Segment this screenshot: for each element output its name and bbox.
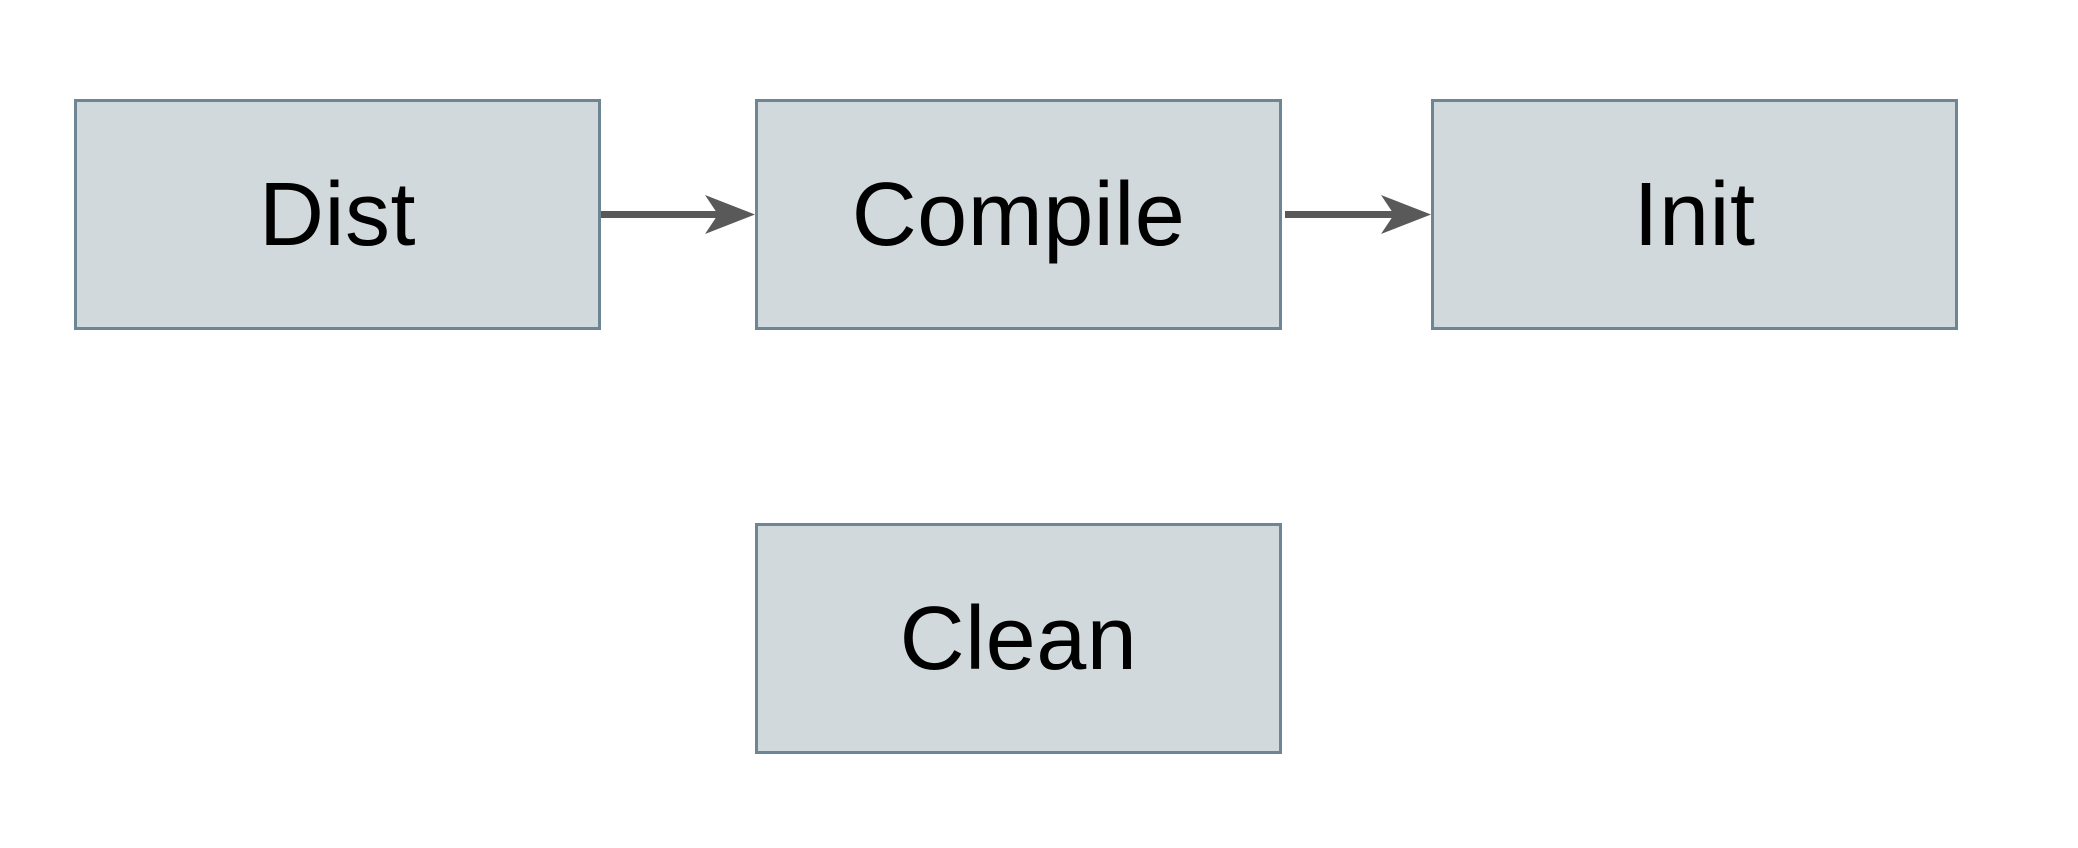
node-compile-label: Compile: [851, 164, 1186, 265]
edge-compile-init[interactable]: [1285, 176, 1431, 253]
node-dist[interactable]: Dist: [74, 99, 601, 330]
node-dist-label: Dist: [259, 164, 416, 265]
node-clean[interactable]: Clean: [755, 523, 1282, 754]
node-init[interactable]: Init: [1431, 99, 1958, 330]
node-init-label: Init: [1633, 164, 1756, 265]
arrowhead-icon: [1381, 195, 1431, 234]
node-compile[interactable]: Compile: [755, 99, 1282, 330]
edge-dist-compile[interactable]: [601, 176, 755, 253]
node-clean-label: Clean: [899, 588, 1138, 689]
arrowhead-icon: [705, 195, 755, 234]
